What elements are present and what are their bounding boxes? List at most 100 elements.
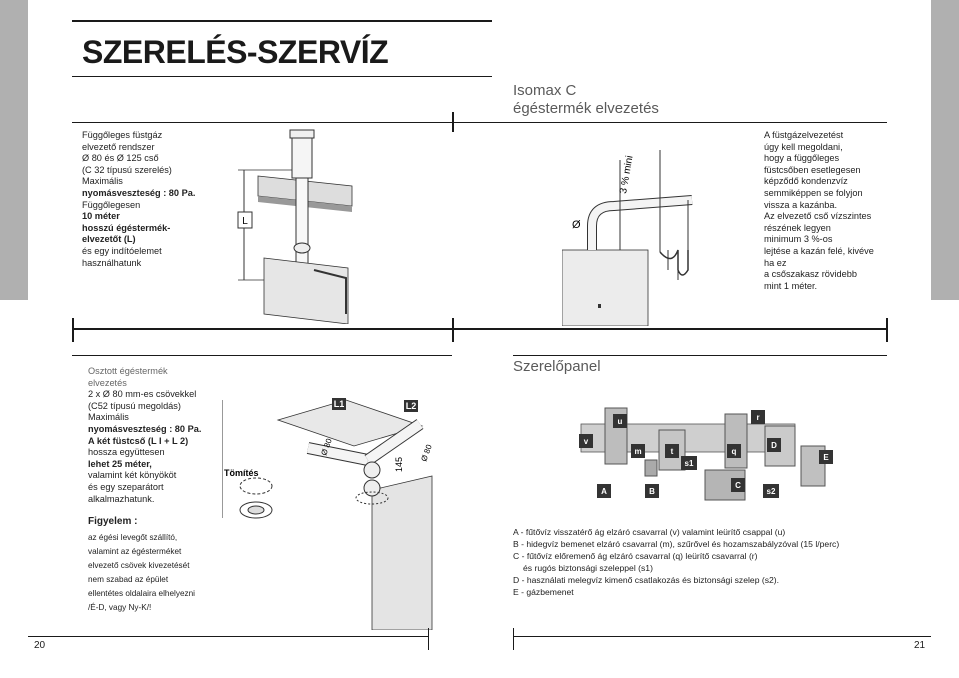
label-s2: s2	[767, 487, 776, 496]
label-s1: s1	[685, 459, 694, 468]
vf-line: nyomásveszteség : 80 Pa.	[82, 187, 196, 198]
footer-tick-right	[513, 628, 514, 650]
sf-line: és egy szeparátort	[88, 481, 164, 492]
bottom-section-rule	[72, 355, 452, 356]
sf-line: hossza együttesen	[88, 447, 165, 458]
label-e: E	[823, 453, 829, 462]
label-v: v	[584, 437, 589, 446]
legend-item-a: A - fűtővíz visszatérő ág elzáró csavarr…	[513, 527, 786, 537]
slope-label: 3 % mini	[618, 155, 635, 195]
isomax-title: Isomax C égéstermék elvezetés	[513, 82, 659, 118]
warning-line: valamint az égésterméket	[88, 546, 182, 556]
panel-legend: A - fűtővíz visszatérő ág elzáró csavarr…	[513, 526, 839, 598]
label-b: B	[649, 487, 655, 496]
header-rule	[72, 20, 492, 22]
warning-line: ellentétes oldalaira elhelyezni	[88, 588, 195, 598]
legend-item-e: E - gázbemenet	[513, 587, 574, 597]
panel-title: Szerelőpanel	[513, 358, 601, 375]
slope-line: a csőszakasz rövidebb	[764, 269, 857, 280]
length-label-l: L	[242, 216, 248, 227]
label-q: q	[732, 447, 737, 456]
slope-line: minimum 3 %-os	[764, 234, 833, 245]
sf-line: Osztott égéstermék	[88, 366, 168, 376]
vf-line: használhatunk	[82, 257, 142, 268]
label-u: u	[618, 417, 623, 426]
warning-line: /É-D, vagy Ny-K/!	[88, 602, 152, 612]
slope-line: ha ez	[764, 257, 787, 268]
label-d: D	[771, 441, 777, 450]
seal-label: Tömítés	[224, 468, 259, 478]
label-m: m	[634, 447, 641, 456]
left-page-edge-bar	[0, 0, 28, 300]
slope-description: A füstgázelvezetést úgy kell megoldani, …	[764, 130, 874, 292]
mid-divider-tick-center	[452, 318, 454, 342]
panel-diagram: v u m t s1 q r D E A B C s2	[579, 407, 833, 501]
warning-title: Figyelem :	[88, 516, 138, 527]
vf-line: Maximális	[82, 176, 123, 187]
vf-line: 10 méter	[82, 211, 120, 222]
vf-line: Függőlegesen	[82, 199, 141, 210]
slope-line: A füstgázelvezetést	[764, 130, 844, 140]
slope-line: hogy a függőleges	[764, 153, 840, 164]
diameter-80-b: Ø 80	[419, 443, 434, 463]
page-title: SZERELÉS-SZERVÍZ	[82, 34, 389, 70]
page-number-left: 20	[34, 640, 46, 651]
legend-item-c: C - fűtővíz előremenő ág elzáró csavarra…	[513, 551, 758, 561]
footer-rule-left	[28, 636, 428, 637]
vf-line: és egy indítóelemet	[82, 245, 162, 256]
label-r: r	[756, 413, 759, 422]
slope-line: lejtése a kazán felé, kivéve	[764, 245, 874, 256]
slope-line: úgy kell megoldani,	[764, 141, 843, 152]
sf-line: (C52 típusú megoldás)	[88, 400, 181, 411]
vertical-flue-description: Függőleges füstgáz elvezető rendszer Ø 8…	[82, 130, 195, 269]
sf-line: lehet 25 méter,	[88, 458, 152, 469]
vf-line: elvezetőt (L)	[82, 234, 136, 245]
l2-badge: L2	[406, 401, 417, 411]
warning-line: elvezető csövek kivezetését	[88, 560, 190, 570]
slope-diagram: Ø 3 % mini	[562, 150, 693, 326]
bottom-section-rule-right	[513, 355, 887, 356]
split-flue-diagram: Tömítés L1 L2 Ø 80 Ø 80 145	[222, 398, 434, 630]
slope-line: semmiképpen se folyjon	[764, 187, 863, 198]
vertical-flue-diagram: L	[237, 129, 353, 324]
sf-line: valamint két könyököt	[88, 470, 177, 481]
slope-line: képződő kondenzvíz	[764, 176, 848, 187]
sf-line: Maximális	[88, 412, 129, 423]
top-divider-tick	[452, 112, 454, 132]
warning-line: az égési levegőt szállító,	[88, 532, 178, 542]
slope-line: vissza a kazánba.	[764, 199, 838, 210]
vf-line: elvezető rendszer	[82, 141, 155, 152]
vf-line: Függőleges füstgáz	[82, 130, 163, 140]
title-underline	[72, 76, 492, 77]
legend-item-d: D - használati melegvíz kimenő csatlakoz…	[513, 575, 780, 585]
top-section-rule	[72, 122, 887, 123]
sf-line: alkalmazhatunk.	[88, 493, 155, 504]
warning-line: nem szabad az épület	[88, 574, 169, 584]
isomax-title-line2: égéstermék elvezetés	[513, 100, 659, 117]
footer-rule-right	[513, 636, 931, 637]
isomax-title-line1: Isomax C	[513, 82, 577, 99]
label-a: A	[601, 487, 607, 496]
sf-line: 2 x Ø 80 mm-es csövekkel	[88, 389, 197, 400]
split-flue-description: Osztott égéstermék elvezetés 2 x Ø 80 mm…	[88, 366, 201, 505]
legend-item-b: B - hidegvíz bemenet elzáró csavarral (m…	[513, 539, 840, 549]
warning-note: Figyelem : az égési levegőt szállító, va…	[88, 516, 195, 615]
mid-divider-tick-left	[72, 318, 74, 342]
vf-line: hosszú égéstermék-	[82, 222, 171, 233]
label-t: t	[671, 447, 674, 456]
dimension-145: 145	[394, 457, 404, 472]
vf-line: Ø 80 és Ø 125 cső	[82, 153, 159, 164]
diameter-symbol: Ø	[572, 219, 581, 231]
legend-item-c-cont: és rugós biztonsági szeleppel (s1)	[523, 563, 653, 573]
vf-line: (C 32 típusú szerelés)	[82, 164, 172, 175]
sf-line: nyomásveszteség : 80 Pa.	[88, 423, 202, 434]
label-c: C	[735, 481, 741, 490]
slope-line: mint 1 méter.	[764, 280, 818, 291]
footer-tick-left	[428, 628, 429, 650]
sf-line: elvezetés	[88, 377, 127, 388]
sf-line: A két füstcső (L I + L 2)	[88, 435, 189, 446]
l1-badge: L1	[334, 399, 345, 409]
mid-section-rule	[72, 328, 887, 330]
slope-line: Az elvezető cső vízszintes	[764, 211, 872, 222]
slope-line: részének legyen	[764, 222, 831, 233]
